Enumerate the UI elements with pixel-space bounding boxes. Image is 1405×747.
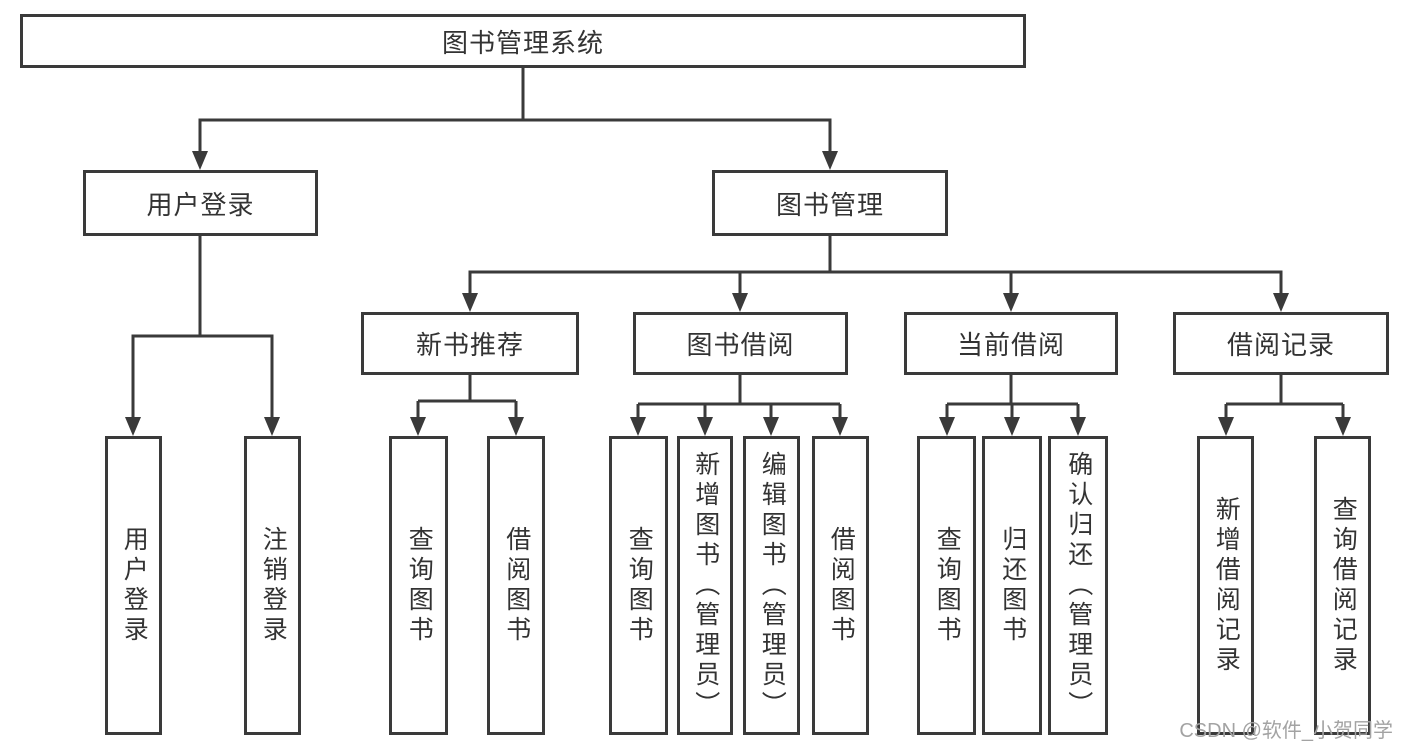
node-label: 确认归还（管理员） — [1064, 450, 1093, 721]
node-label: 编辑图书（管理员） — [758, 450, 787, 721]
node-label: 当前借阅 — [956, 330, 1065, 360]
node-borrowing-records: 借阅记录 — [1173, 312, 1389, 375]
node-label: 借阅图书 — [827, 525, 856, 646]
leaf-query-books-current: 查询图书 — [917, 436, 976, 735]
watermark: CSDN @软件_小贺同学 — [1179, 720, 1393, 742]
node-library-system: 图书管理系统 — [20, 14, 1026, 68]
node-current-borrowing: 当前借阅 — [904, 312, 1118, 375]
node-label: 注销登录 — [259, 525, 288, 646]
node-label: 借阅图书 — [502, 525, 531, 646]
leaf-return-book: 归还图书 — [982, 436, 1042, 735]
leaf-query-books-borrowing: 查询图书 — [609, 436, 668, 735]
node-label: 图书管理系统 — [441, 27, 604, 58]
node-label: 归还图书 — [998, 525, 1027, 646]
node-book-management: 图书管理 — [712, 170, 948, 236]
leaf-query-borrow-record: 查询借阅记录 — [1314, 436, 1371, 735]
leaf-borrow-books-recommend: 借阅图书 — [487, 436, 545, 735]
node-label: 用户登录 — [120, 525, 149, 646]
leaf-query-books-recommend: 查询图书 — [389, 436, 448, 735]
leaf-add-borrow-record: 新增借阅记录 — [1197, 436, 1254, 735]
node-new-book-recommendation: 新书推荐 — [361, 312, 579, 375]
leaf-logout: 注销登录 — [244, 436, 301, 735]
node-label: 图书借阅 — [686, 330, 795, 360]
node-label: 查询图书 — [933, 525, 962, 646]
node-label: 借阅记录 — [1226, 330, 1335, 360]
node-user-login: 用户登录 — [83, 170, 318, 236]
node-label: 图书管理 — [775, 189, 884, 220]
leaf-borrow-books: 借阅图书 — [812, 436, 869, 735]
node-label: 查询图书 — [625, 525, 654, 646]
node-label: 新增图书（管理员） — [691, 450, 720, 721]
leaf-confirm-return-admin: 确认归还（管理员） — [1048, 436, 1108, 735]
node-label: 用户登录 — [146, 189, 255, 220]
node-label: 查询图书 — [405, 525, 434, 646]
node-label: 新书推荐 — [415, 330, 524, 360]
leaf-edit-book-admin: 编辑图书（管理员） — [743, 436, 800, 735]
node-label: 查询借阅记录 — [1329, 495, 1358, 676]
leaf-add-book-admin: 新增图书（管理员） — [677, 436, 733, 735]
leaf-user-login: 用户登录 — [105, 436, 162, 735]
node-book-borrowing: 图书借阅 — [633, 312, 848, 375]
node-label: 新增借阅记录 — [1212, 495, 1241, 676]
